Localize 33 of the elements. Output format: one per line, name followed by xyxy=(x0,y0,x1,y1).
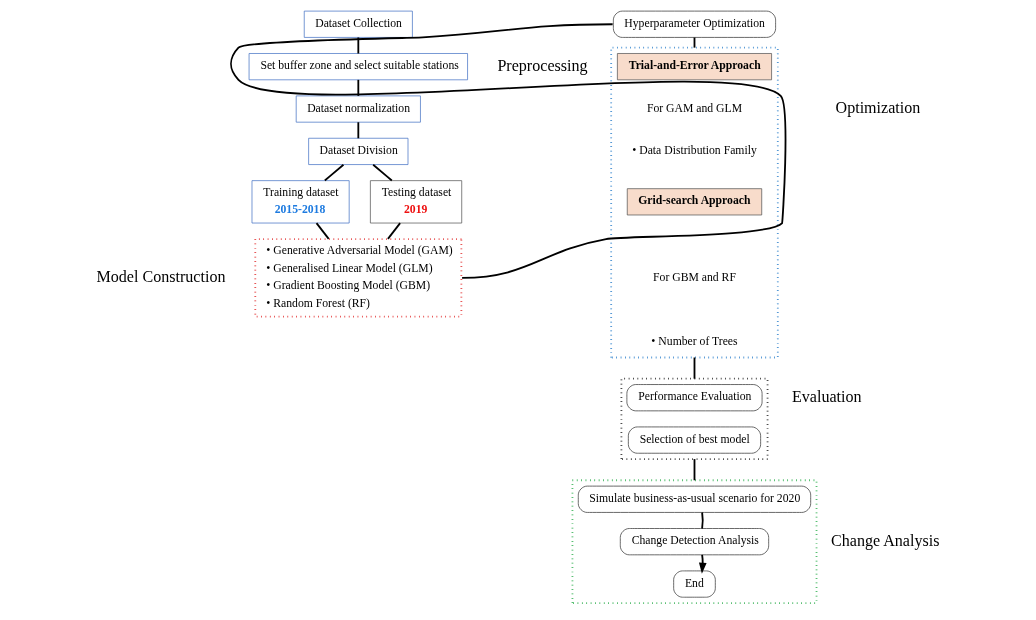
node-box: Trial-and-Error Approach xyxy=(617,53,772,81)
node-box: Simulate business-as-usual scenario for 2020 xyxy=(577,485,812,513)
node-box: Selection of best model xyxy=(628,426,761,454)
node-box: Change Detection Analysis xyxy=(619,528,770,556)
connector xyxy=(701,511,704,530)
node-box: Set buffer zone and select suitable stations xyxy=(248,53,468,81)
node-box: End xyxy=(673,570,716,598)
connector xyxy=(693,458,696,482)
cluster xyxy=(620,377,769,460)
node-label: Evaluation xyxy=(791,387,862,405)
connector xyxy=(372,163,393,182)
node-label: Change Analysis xyxy=(831,531,940,549)
connector xyxy=(323,163,345,182)
connector xyxy=(387,222,402,240)
node-box: • Generative Adversarial Model (GAM) • Generalised Linear Model (GLM) • Gradient Boosting Model (GBM) • Random Forest (RF) xyxy=(254,238,463,318)
connector xyxy=(315,222,330,240)
node-box: Training dataset 2015-2018 xyxy=(251,180,350,224)
connector xyxy=(693,356,696,380)
node-box: Testing dataset 2019 xyxy=(370,180,463,224)
node-box: Dataset normalization xyxy=(295,95,421,123)
node-box: Performance Evaluation xyxy=(626,384,763,412)
node-box: Dataset Division xyxy=(308,137,409,165)
connector xyxy=(357,121,360,140)
node-box: Hyperparameter Optimization xyxy=(613,10,776,38)
cluster xyxy=(571,479,818,604)
node-box: Dataset Collection xyxy=(303,10,413,38)
node-box: Grid-search Approach xyxy=(626,188,763,216)
node-label: Model Construction xyxy=(96,267,226,285)
node-label: Optimization xyxy=(835,99,921,117)
connector xyxy=(357,78,360,97)
label: Preprocessing xyxy=(497,56,588,74)
connector xyxy=(357,36,360,55)
connector xyxy=(230,23,787,279)
